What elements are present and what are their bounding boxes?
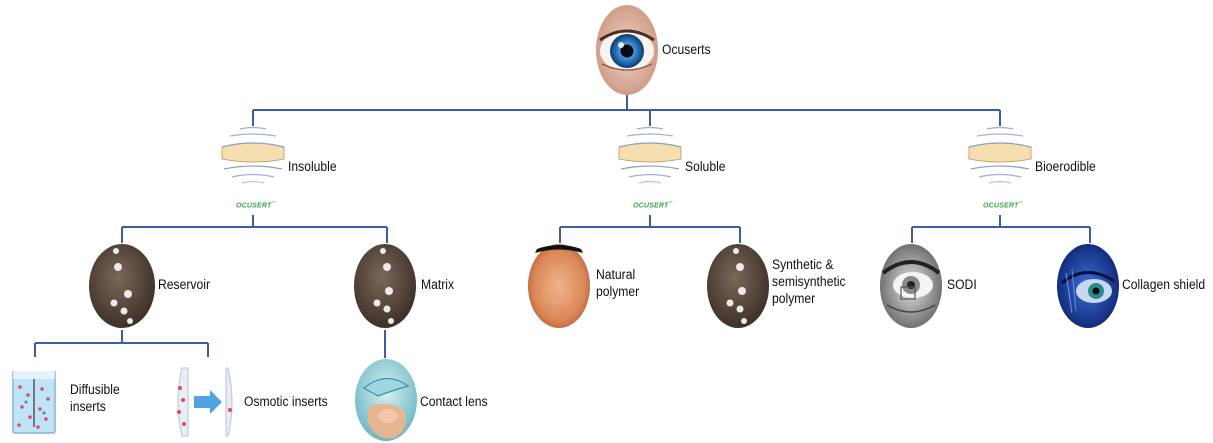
ocusert-mark-text: OCUSERT <box>633 202 669 209</box>
label-line: polymer <box>596 283 639 300</box>
contact-lens-icon <box>354 358 418 442</box>
category-label-soluble: Soluble <box>685 158 726 175</box>
category-label-insoluble: Insoluble <box>288 158 337 175</box>
ocusert-lens-icon <box>220 125 286 185</box>
label-line: inserts <box>70 398 120 415</box>
ocusert-mark-bioerodible: OCUSERT™ <box>983 200 1023 209</box>
collagen-shield-eye-icon <box>1056 243 1120 329</box>
osmotic-arrow-icon <box>170 366 240 438</box>
reservoir-type-label-diffusible: Diffusible inserts <box>70 381 120 415</box>
matrix-type-label-contact-lens: Contact lens <box>420 393 488 410</box>
natural-polymer-disc-icon <box>527 243 591 329</box>
reservoir-disc-icon <box>88 243 156 329</box>
ocusert-lens-icon <box>967 125 1033 185</box>
insoluble-type-label-matrix: Matrix <box>421 276 454 293</box>
root-label: Ocuserts <box>662 41 711 58</box>
beaker-particles-icon <box>10 369 58 435</box>
label-line: Synthetic & <box>772 256 846 273</box>
insoluble-type-label-reservoir: Reservoir <box>158 276 210 293</box>
eye-icon <box>595 4 659 96</box>
reservoir-type-label-osmotic: Osmotic inserts <box>244 393 328 410</box>
ocusert-mark-soluble: OCUSERT™ <box>633 200 673 209</box>
soluble-type-label-natural: Natural polymer <box>596 266 639 300</box>
ocusert-mark-insoluble: OCUSERT™ <box>236 200 276 209</box>
category-label-bioerodible: Bioerodible <box>1035 158 1096 175</box>
synthetic-polymer-disc-icon <box>706 243 770 329</box>
soluble-type-label-synthetic: Synthetic & semisynthetic polymer <box>772 256 846 307</box>
label-line: semisynthetic <box>772 273 846 290</box>
sodi-eye-icon <box>879 243 943 329</box>
ocusert-lens-icon <box>617 125 683 185</box>
label-line: Diffusible <box>70 381 120 398</box>
ocusert-mark-text: OCUSERT <box>983 202 1019 209</box>
label-line: polymer <box>772 290 846 307</box>
matrix-disc-icon <box>353 243 417 329</box>
label-line: Natural <box>596 266 639 283</box>
bioerodible-type-label-sodi: SODI <box>947 276 977 293</box>
bioerodible-type-label-collagen: Collagen shield <box>1122 276 1205 293</box>
ocusert-mark-text: OCUSERT <box>236 202 272 209</box>
